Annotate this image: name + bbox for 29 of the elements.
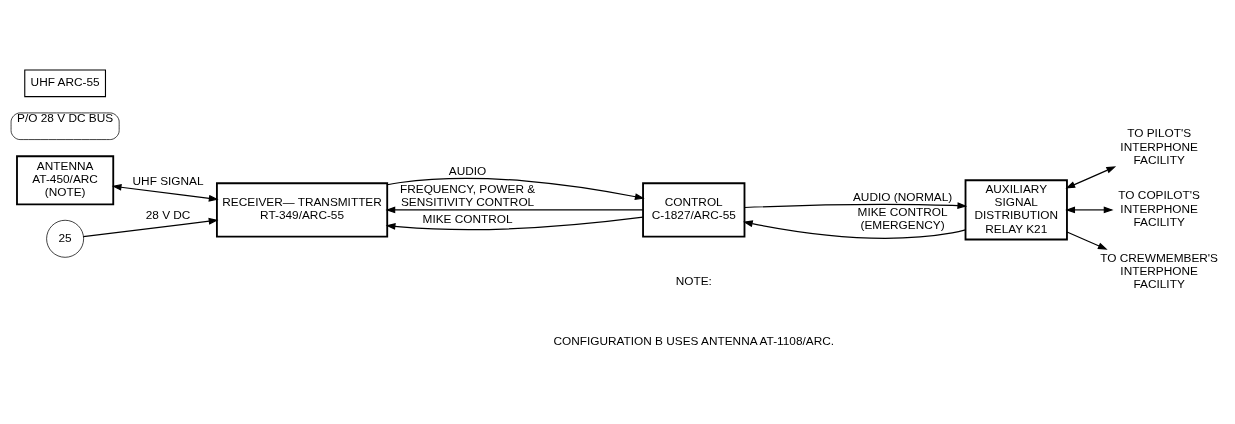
edge-label: AUDIO [448,163,487,178]
edge-label: AUDIO (NORMAL) [852,189,953,204]
node-box: UHF ARC-55 [24,68,107,97]
edge-label: FREQUENCY, POWER & SENSITIVITY CONTROL [399,181,536,209]
arrow [82,217,219,237]
label: CONFIGURATION B USES ANTENNA AT-1108/ARC. [553,333,835,348]
edge-label: MIKE CONTROL (EMERGENCY) [857,204,948,232]
arrow [744,201,968,209]
arrow [742,219,967,239]
node-box: RECEIVER— TRANSMITTER RT-349/ARC-55 [216,181,389,237]
node-text: TO CREWMEMBER'S INTERPHONE FACILITY [1100,250,1218,291]
arrow [111,183,219,202]
arrow [385,206,644,213]
node-box: AUXILIARY SIGNAL DISTRIBUTION RELAY K21 [964,178,1068,240]
arrow [1065,206,1114,213]
edge-label: MIKE CONTROL [422,211,513,226]
node-box: P/O 28 V DC BUS [10,112,120,140]
edge-label: UHF SIGNAL [132,173,204,188]
node-text: TO PILOT'S INTERPHONE FACILITY [1120,125,1198,167]
node-box: ANTENNA AT-450/ARC (NOTE) [16,154,115,205]
node-box: CONTROL C-1827/ARC-55 [642,181,746,237]
arrow [385,216,644,230]
arrow [1066,230,1108,250]
arrow [1065,165,1117,189]
label: NOTE: [675,273,712,288]
edge-label: 28 V DC [145,207,191,222]
node-text: TO COPILOT'S INTERPHONE FACILITY [1118,187,1200,229]
arrow [386,177,645,200]
node-circle: 25 [46,219,84,258]
